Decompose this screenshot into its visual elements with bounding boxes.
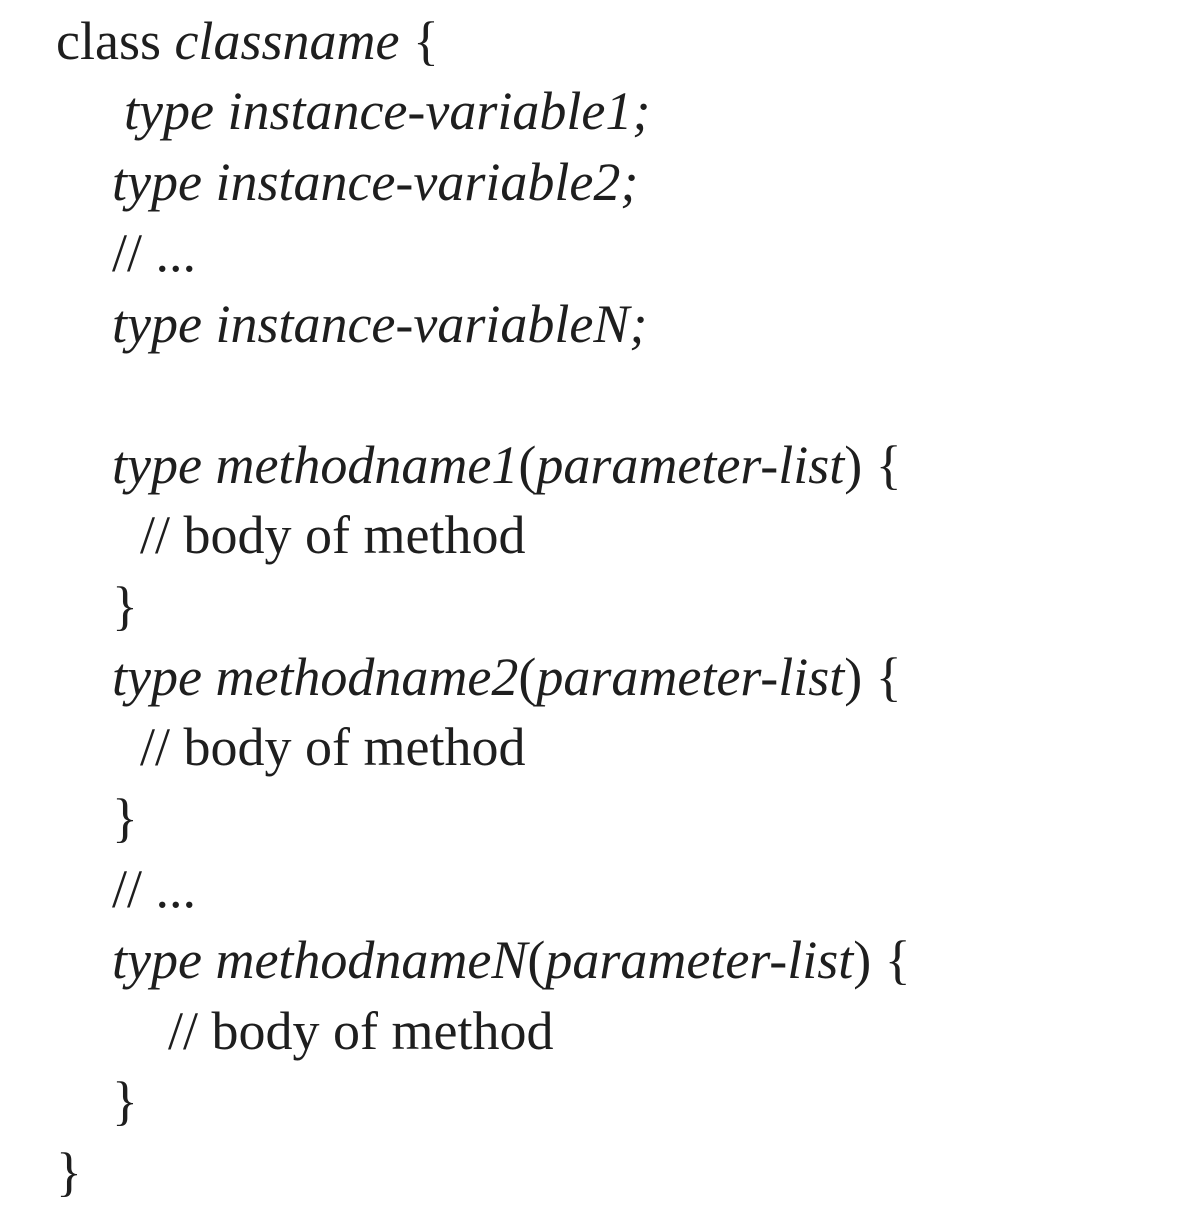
instance-variable-2-line: type instance-variable2; (112, 152, 639, 212)
instance-variable-n-line: type instance-variableN; (112, 294, 648, 354)
method-1-close: ) { (844, 435, 902, 495)
method-2-name: methodname2 (215, 647, 519, 707)
class-open-brace: { (399, 11, 439, 71)
class-keyword: class (56, 11, 161, 71)
method-2-params: parameter-list (536, 647, 845, 707)
method-2-open-paren: ( (518, 647, 537, 707)
method-n-closing-brace: } (112, 1071, 138, 1131)
method-1-body-comment: // body of method (140, 505, 526, 565)
method-1-name: methodname1 (215, 435, 519, 495)
method-n-open-paren: ( (527, 930, 546, 990)
method-n-body-comment: // body of method (168, 1001, 554, 1061)
method-n-params: parameter-list (545, 930, 854, 990)
instance-variable-1-line: type instance-variable1; (124, 81, 651, 141)
method-n-close: ) { (853, 930, 911, 990)
method-n-signature: type methodnameN(parameter-list) { (112, 933, 911, 987)
method-2-close: ) { (844, 647, 902, 707)
class-closing-brace: } (56, 1142, 82, 1202)
method-n-type: type (112, 930, 202, 990)
instance-variable-ellipsis-comment: // ... (112, 223, 197, 283)
method-n-name: methodnameN (215, 930, 528, 990)
method-2-body-comment: // body of method (140, 717, 526, 777)
method-ellipsis-comment: // ... (112, 859, 197, 919)
method-1-open-paren: ( (518, 435, 537, 495)
method-2-closing-brace: } (112, 788, 138, 848)
method-2-type: type (112, 647, 202, 707)
method-1-closing-brace: } (112, 576, 138, 636)
method-1-signature: type methodname1(parameter-list) { (112, 438, 902, 492)
method-1-type: type (112, 435, 202, 495)
method-2-signature: type methodname2(parameter-list) { (112, 650, 902, 704)
method-1-params: parameter-list (536, 435, 845, 495)
class-name: classname (174, 11, 400, 71)
class-declaration-line: class classname { (56, 14, 439, 68)
